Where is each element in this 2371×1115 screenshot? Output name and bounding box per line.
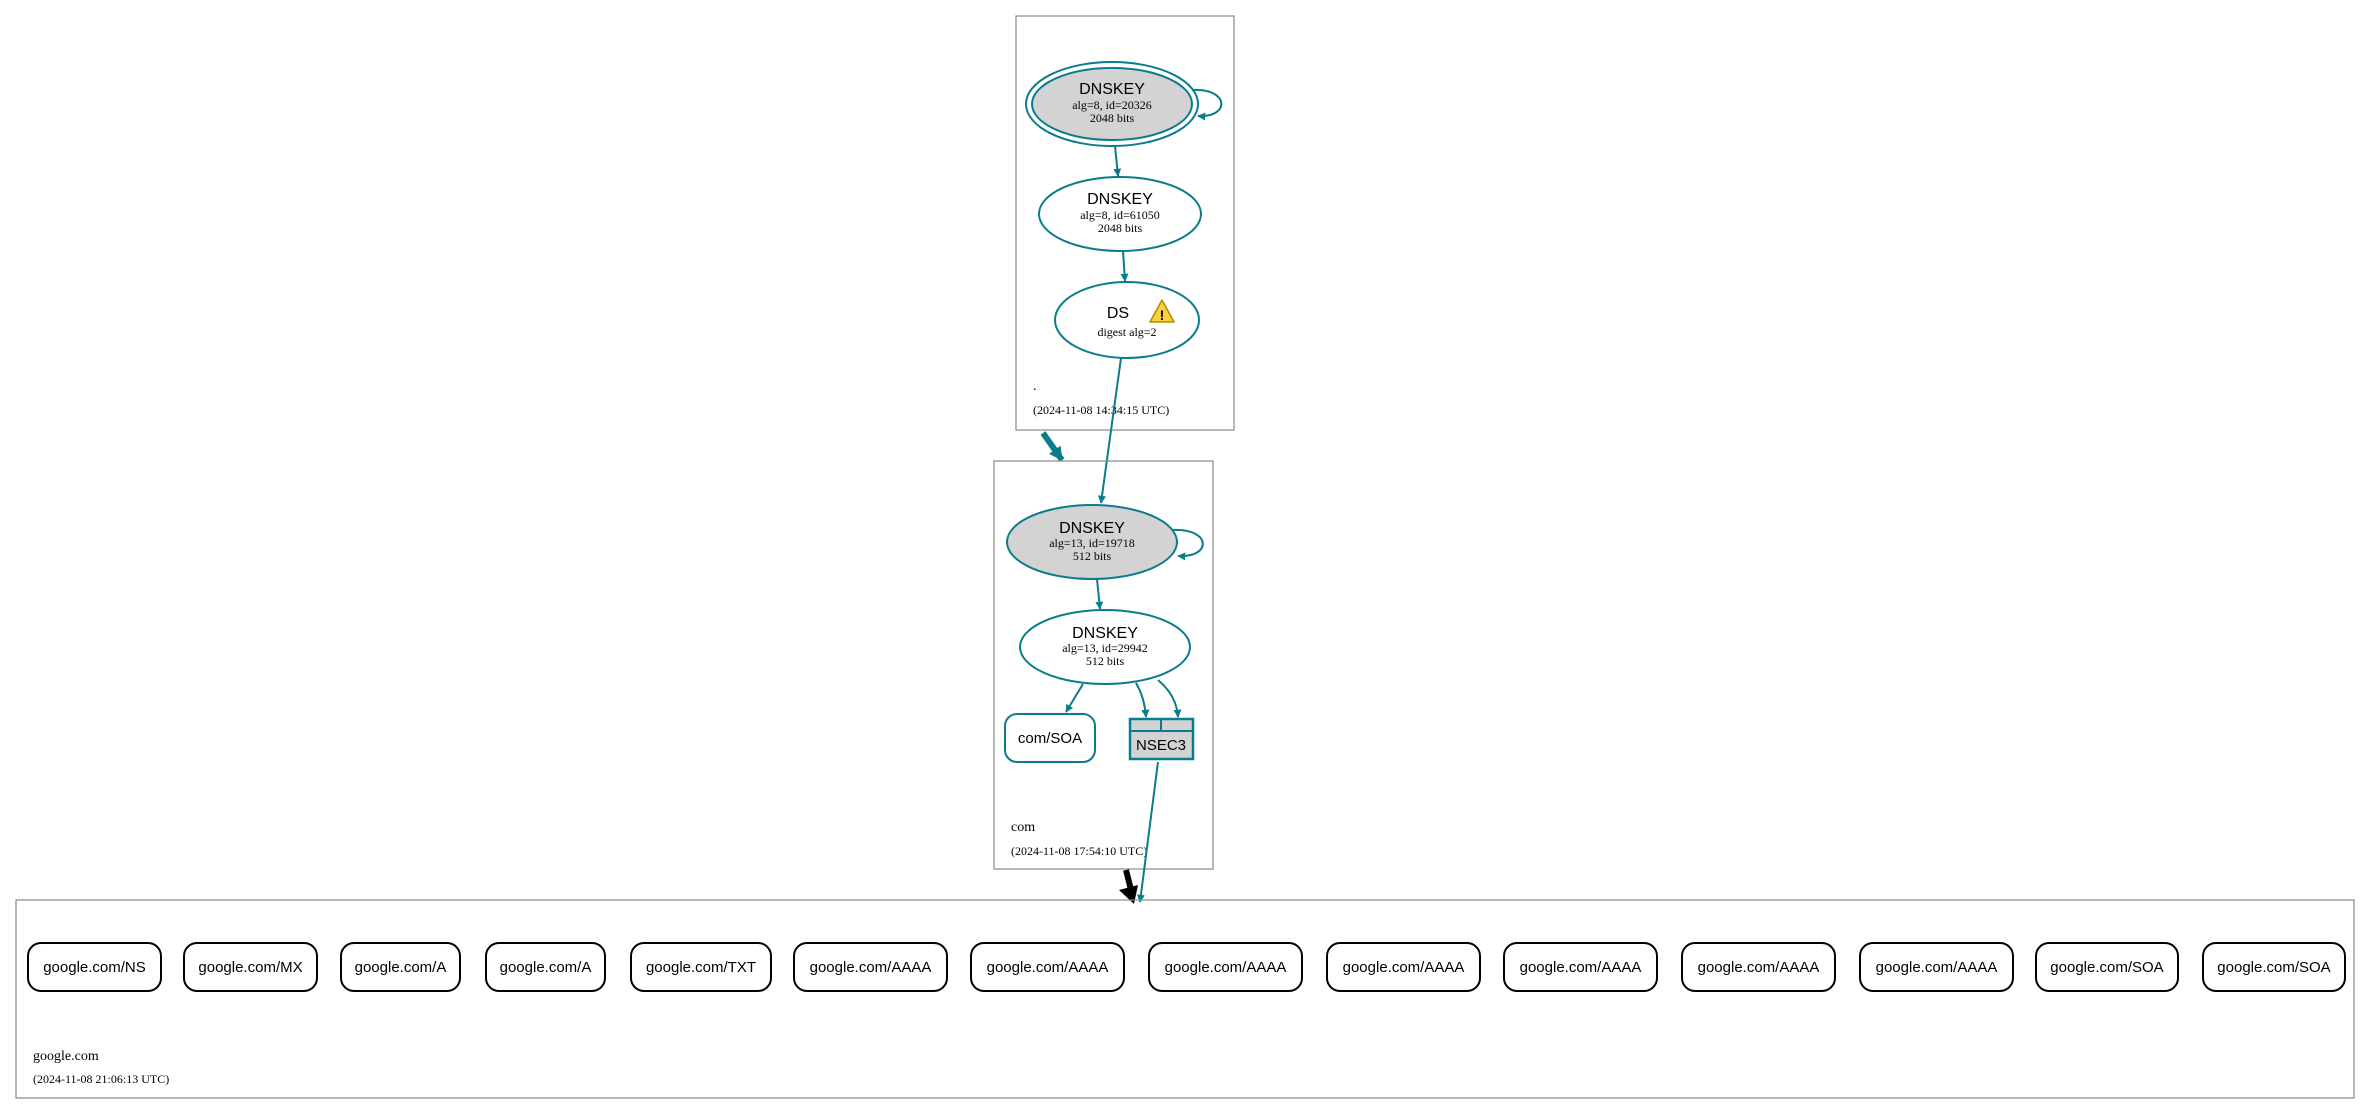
google-record-label: google.com/AAAA	[1343, 959, 1465, 976]
google-record-list: google.com/NS google.com/MX google.com/A go…	[27, 942, 2346, 992]
google-record-node[interactable]: google.com/MX	[183, 942, 318, 992]
edge-root-zsk-ds	[1120, 250, 1129, 282]
root-zsk-size: 2048 bits	[1098, 221, 1143, 235]
warning-icon: !	[1149, 299, 1175, 323]
google-record-label: google.com/A	[500, 959, 592, 976]
zone-root-timestamp: (2024-11-08 14:34:15 UTC)	[1033, 403, 1169, 417]
google-record-node[interactable]: google.com/A	[340, 942, 461, 992]
root-ds-type: DS	[1107, 305, 1129, 322]
com-soa-node[interactable]: com/SOA	[1004, 713, 1096, 763]
com-nsec3-node[interactable]: NSEC3	[1128, 717, 1195, 761]
root-ksk-detail: alg=8, id=20326	[1072, 98, 1152, 112]
com-ksk-node[interactable]: DNSKEY alg=13, id=19718 512 bits	[1006, 504, 1178, 580]
root-zsk-detail: alg=8, id=61050	[1080, 208, 1160, 222]
com-zsk-size: 512 bits	[1086, 654, 1125, 668]
edge-com-zsk-soa	[1065, 683, 1084, 713]
edge-root-ksk-zsk	[1113, 145, 1122, 177]
delegation-com-google-head	[1119, 885, 1138, 904]
google-record-node[interactable]: google.com/AAAA	[1681, 942, 1836, 992]
edge-com-zsk-nsec3-b	[1157, 679, 1182, 718]
delegation-com-google	[1123, 869, 1134, 891]
google-record-node[interactable]: google.com/AAAA	[1326, 942, 1481, 992]
com-ksk-type: DNSKEY	[1059, 520, 1125, 537]
root-zsk-type: DNSKEY	[1087, 191, 1153, 208]
google-record-node[interactable]: google.com/AAAA	[793, 942, 948, 992]
root-ds-node[interactable]: DS ! digest alg=2	[1054, 281, 1200, 359]
google-record-label: google.com/A	[355, 959, 447, 976]
root-ksk-self-loop	[1191, 88, 1223, 121]
google-record-label: google.com/AAAA	[987, 959, 1109, 976]
google-record-label: google.com/NS	[43, 959, 146, 976]
google-record-label: google.com/SOA	[2050, 959, 2163, 976]
zone-com-name: com	[1011, 820, 1035, 835]
google-record-label: google.com/SOA	[2217, 959, 2330, 976]
zone-google-name: google.com	[33, 1049, 99, 1064]
google-record-label: google.com/AAAA	[1165, 959, 1287, 976]
edge-com-zsk-nsec3-a	[1135, 682, 1150, 718]
google-record-label: google.com/AAAA	[1520, 959, 1642, 976]
google-record-label: google.com/AAAA	[1876, 959, 1998, 976]
google-record-node[interactable]: google.com/AAAA	[1859, 942, 2014, 992]
root-zsk-node[interactable]: DNSKEY alg=8, id=61050 2048 bits	[1038, 176, 1202, 252]
zone-root-box	[1015, 15, 1235, 431]
google-record-node[interactable]: google.com/AAAA	[970, 942, 1125, 992]
google-record-label: google.com/AAAA	[1698, 959, 1820, 976]
google-record-label: google.com/MX	[198, 959, 302, 976]
zone-google: google.com/NS google.com/MX google.com/A go…	[15, 899, 2355, 1099]
zone-root-name: .	[1033, 379, 1037, 394]
svg-text:!: !	[1160, 307, 1165, 323]
google-record-node[interactable]: google.com/NS	[27, 942, 162, 992]
edge-nsec3-google	[1136, 761, 1159, 903]
com-ksk-size: 512 bits	[1073, 549, 1112, 563]
google-record-node[interactable]: google.com/TXT	[630, 942, 772, 992]
google-record-label: google.com/TXT	[646, 959, 756, 976]
com-soa-label: com/SOA	[1018, 730, 1082, 747]
google-record-label: google.com/AAAA	[810, 959, 932, 976]
zone-google-timestamp: (2024-11-08 21:06:13 UTC)	[33, 1072, 169, 1086]
root-ksk-node[interactable]: DNSKEY alg=8, id=20326 2048 bits	[1025, 61, 1199, 147]
google-record-node[interactable]: google.com/AAAA	[1503, 942, 1658, 992]
root-ksk-type: DNSKEY	[1079, 81, 1145, 98]
google-record-node[interactable]: google.com/AAAA	[1148, 942, 1303, 992]
google-record-node[interactable]: google.com/SOA	[2035, 942, 2179, 992]
delegation-root-com	[1040, 431, 1065, 462]
root-ds-detail: digest alg=2	[1097, 325, 1156, 339]
zone-com: DNSKEY alg=13, id=19718 512 bits DNSKEY …	[993, 460, 1214, 870]
zone-com-box	[993, 460, 1214, 870]
com-zsk-type: DNSKEY	[1072, 625, 1138, 642]
edge-ds-com-ksk	[1098, 357, 1122, 504]
zone-com-timestamp: (2024-11-08 17:54:10 UTC)	[1011, 844, 1147, 858]
google-record-node[interactable]: google.com/SOA	[2202, 942, 2346, 992]
com-zsk-detail: alg=13, id=29942	[1062, 641, 1148, 655]
edge-com-ksk-zsk	[1095, 578, 1104, 610]
zone-google-box	[15, 899, 2355, 1099]
com-zsk-node[interactable]: DNSKEY alg=13, id=29942 512 bits	[1019, 609, 1191, 685]
root-ksk-size: 2048 bits	[1090, 111, 1135, 125]
zone-root: DNSKEY alg=8, id=20326 2048 bits DNSKEY …	[1015, 15, 1235, 431]
google-record-node[interactable]: google.com/A	[485, 942, 606, 992]
com-nsec3-label: NSEC3	[1136, 737, 1186, 754]
com-ksk-self-loop	[1171, 528, 1204, 561]
com-ksk-detail: alg=13, id=19718	[1049, 536, 1135, 550]
